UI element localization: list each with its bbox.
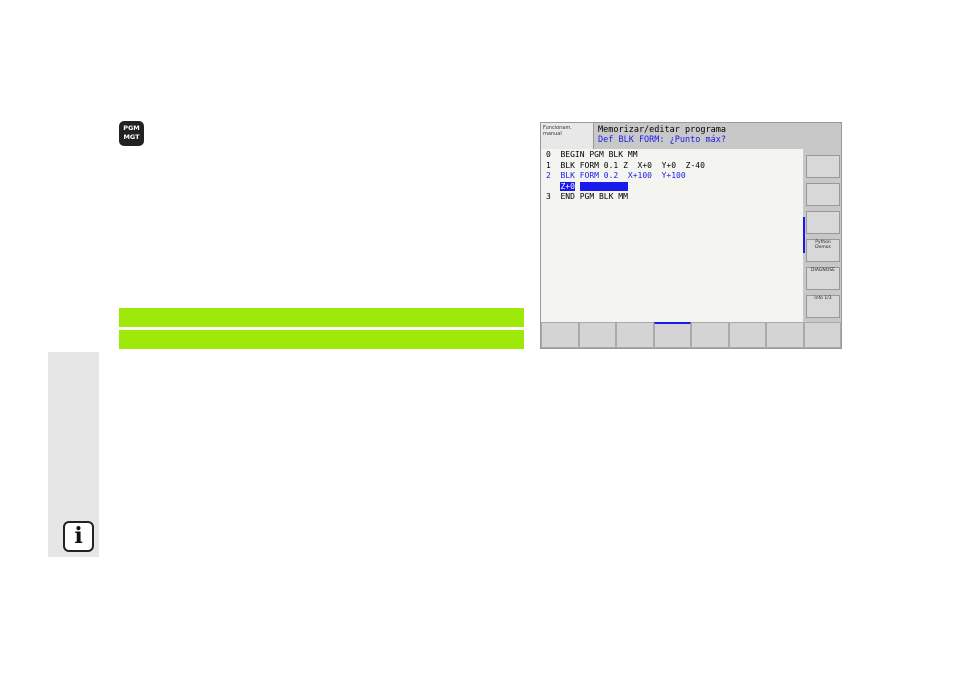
- program-line: 2 BLK FORM 0.2 X+100 Y+100: [546, 171, 686, 180]
- softkey-machine-view[interactable]: [806, 155, 840, 178]
- softkey[interactable]: [578, 322, 616, 348]
- program-line: 3 END PGM BLK MM: [546, 192, 628, 201]
- mode-label: Funcionam. manual: [541, 123, 594, 149]
- program-line: 0 BEGIN PGM BLK MM: [546, 150, 638, 159]
- z-value: Z+0: [560, 181, 575, 191]
- header: Memorizar/editar programa Def BLK FORM: …: [595, 123, 841, 149]
- softkey-tool-measure[interactable]: [806, 211, 840, 234]
- softkey[interactable]: [653, 322, 691, 348]
- vertical-softkeys: Python Demos DIAGNOSE Info 1/3: [803, 149, 841, 322]
- prompt: Def BLK FORM: ¿Punto máx?: [598, 135, 726, 145]
- softkey-python-demos[interactable]: Python Demos: [806, 239, 840, 262]
- softkey-diagnose[interactable]: DIAGNOSE: [806, 267, 840, 290]
- softkey[interactable]: [616, 322, 654, 348]
- input-cursor[interactable]: [579, 181, 628, 191]
- softkey[interactable]: [803, 322, 841, 348]
- softkey[interactable]: [691, 322, 729, 348]
- control-screenshot: Funcionam. manual Memorizar/editar progr…: [540, 122, 842, 349]
- softkey-info[interactable]: Info 1/3: [806, 295, 840, 318]
- program-line: 1 BLK FORM 0.1 Z X+0 Y+0 Z-40: [546, 160, 705, 170]
- program-line-edit[interactable]: Z+0: [546, 181, 798, 193]
- softkey[interactable]: [766, 322, 804, 348]
- info-icon: i: [63, 521, 94, 552]
- softkey-tool[interactable]: [806, 183, 840, 206]
- table-bar: [119, 308, 524, 327]
- softkey[interactable]: [728, 322, 766, 348]
- scroll-indicator: [803, 217, 805, 253]
- softkey[interactable]: [541, 322, 579, 348]
- table-bar: [119, 330, 524, 349]
- horizontal-softkeys: [541, 322, 841, 348]
- screen-title: Memorizar/editar programa: [598, 125, 726, 135]
